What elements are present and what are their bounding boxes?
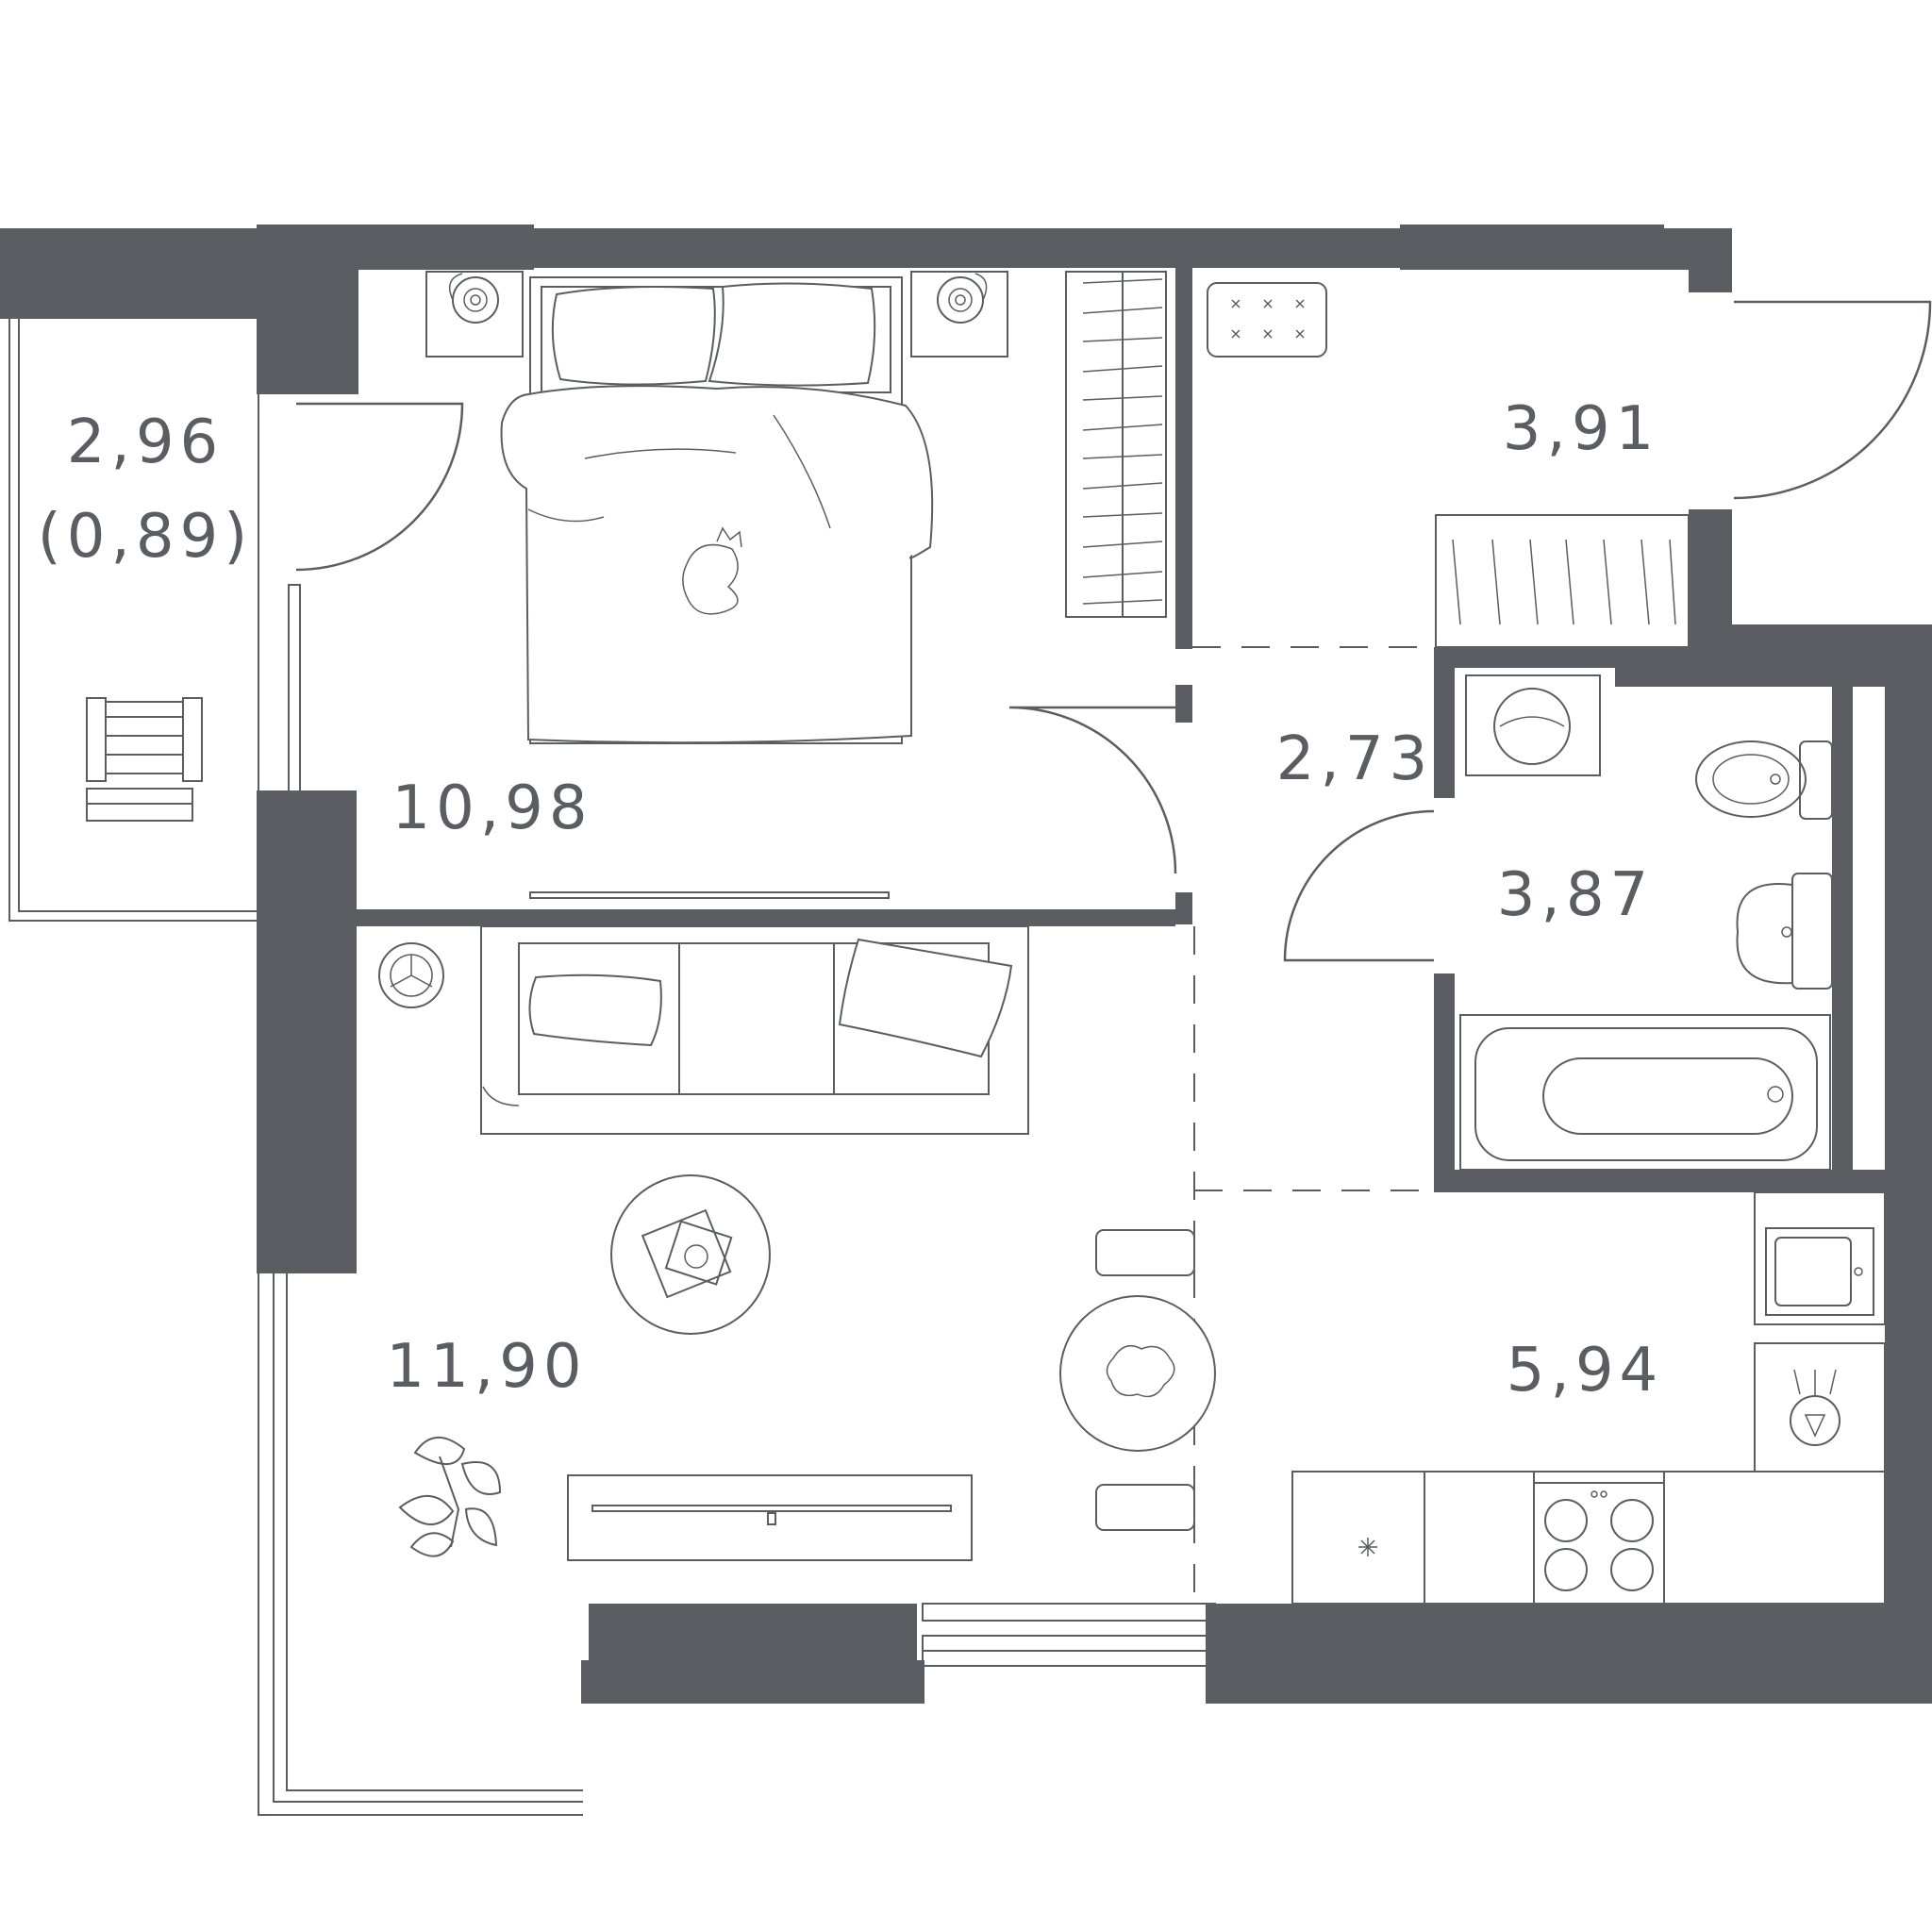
living-area: 11,90 [386,1332,587,1402]
boiler-icon [1790,1369,1840,1446]
nightstand-right [910,271,1008,358]
balcony-area-reduced: (0,89) [38,502,253,572]
bedroom-tv-icon [529,891,890,899]
corridor-area: 2,73 [1276,724,1434,794]
area-labels: 2,96 (0,89) 10,98 3,91 2,73 3,87 11,90 5… [38,394,1664,1406]
plant-icon [398,1436,502,1557]
cat-icon [682,526,742,615]
toilet-icon [1695,740,1833,820]
bottom-window-frames [258,584,1216,1816]
walls [0,225,1932,1704]
hallway-area: 3,91 [1503,394,1660,464]
sink-icon [1736,873,1833,990]
balcony-area: 2,96 [67,408,225,477]
fridge-icon [1358,1538,1377,1556]
balcony-outline [8,307,259,922]
nightstand-left [425,271,524,358]
entrance-door [1733,300,1932,500]
dining-table-icon [1059,1229,1216,1531]
bathtub-icon [1459,1014,1831,1171]
bedroom-wardrobe [1065,271,1167,618]
bathroom-door [1283,809,1435,962]
bedroom-door [1008,706,1177,874]
coffee-table-icon [610,1174,771,1335]
floor-lamp-icon [378,942,444,1008]
bathroom-area: 3,87 [1497,860,1655,930]
shoe-mat-icon [1207,282,1327,358]
bed-icon [500,276,934,744]
bedroom-area: 10,98 [391,774,592,843]
cooktop-icon [1533,1482,1665,1605]
balcony-door [295,402,464,572]
sofa-icon [480,925,1029,1135]
kitchen-area: 5,94 [1507,1336,1664,1406]
tv-stand-icon [567,1474,973,1561]
doors [295,300,1932,962]
washing-machine-icon [1465,674,1601,776]
balcony-chair-icon [86,697,203,822]
kitchen-sink-icon [1765,1227,1874,1316]
hallway-wardrobe [1435,514,1690,648]
